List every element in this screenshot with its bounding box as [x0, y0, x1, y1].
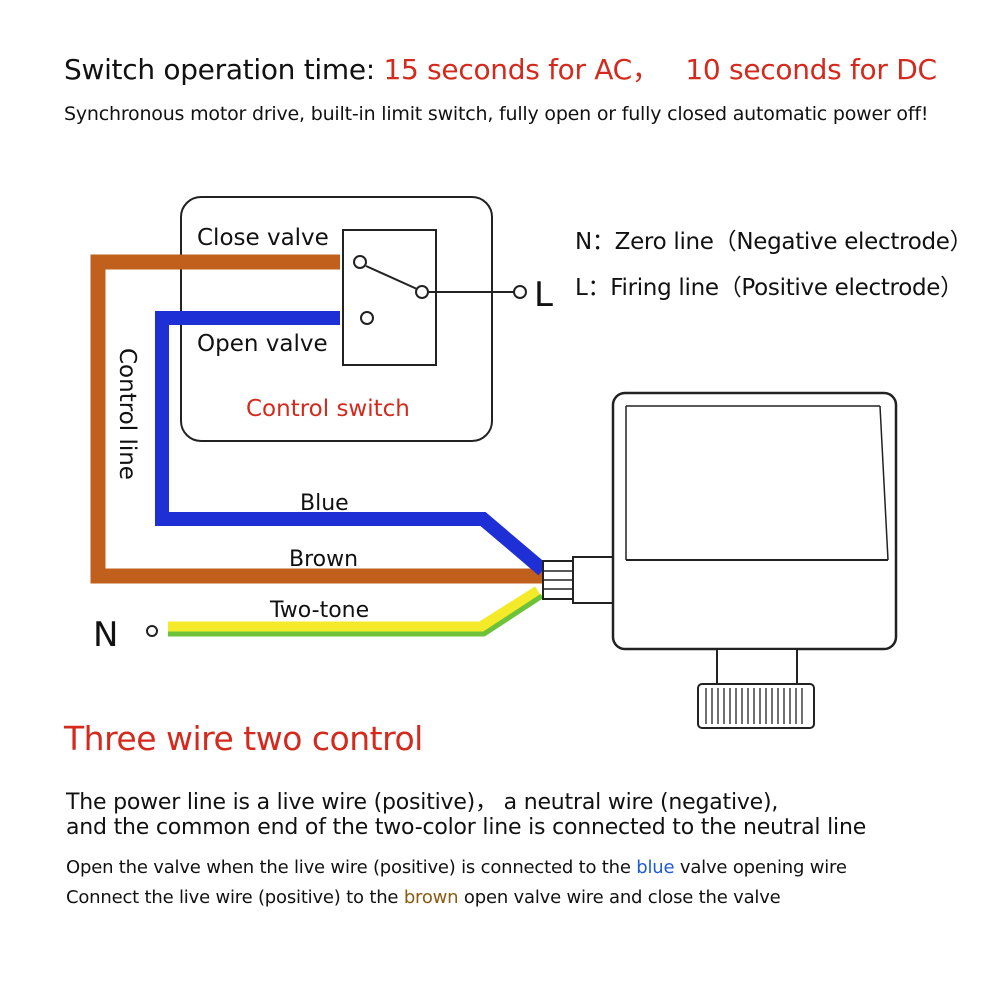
open-valve-label: Open valve [197, 331, 328, 357]
control-switch-label: Control switch [246, 396, 410, 422]
blue-wire [155, 311, 548, 576]
legend-l: L：Firing line（Positive electrode） [575, 268, 963, 302]
n-terminal [146, 625, 158, 637]
terminal-l-label: L [534, 275, 553, 315]
header-title-prefix: Switch operation time: [64, 53, 384, 86]
actuator-top-right [879, 405, 889, 561]
section-title: Three wire two control [64, 719, 423, 758]
note-line-2: Connect the live wire (positive) to the … [66, 887, 781, 908]
twotone-wire-label: Two-tone [269, 598, 369, 623]
header-subtitle: Synchronous motor drive, built-in limit … [64, 103, 929, 125]
common-contact [415, 285, 429, 299]
control-line-label: Control line [114, 348, 140, 480]
header-title-ac: 15 seconds for AC， [383, 53, 660, 86]
note-1-blue-word: blue [636, 857, 675, 878]
switch-inner-box [342, 229, 437, 366]
legend-l-key: L： [575, 275, 611, 301]
note-1-text-a: Open the valve when the live wire (posit… [66, 857, 637, 878]
cable-gland [572, 556, 614, 604]
legend-n-key: N： [575, 229, 615, 255]
note-2-text-c: open valve wire and close the valve [458, 887, 781, 908]
twotone-wire-green [168, 593, 544, 637]
description-line-1: The power line is a live wire (positive)… [66, 790, 779, 815]
note-2-text-a: Connect the live wire (positive) to the [66, 887, 404, 908]
brown-wire [90, 254, 545, 584]
brown-wire-label: Brown [289, 547, 358, 572]
close-valve-label: Close valve [197, 225, 329, 251]
legend-n-text: Zero line（Negative electrode） [614, 229, 973, 255]
twotone-wire-yellow [168, 586, 541, 633]
header-title: Switch operation time: 15 seconds for AC… [64, 48, 937, 88]
note-2-brown-word: brown [403, 887, 459, 908]
l-terminal [513, 285, 527, 299]
legend-n: N：Zero line（Negative electrode） [575, 222, 973, 256]
actuator-stem [716, 648, 798, 685]
blue-wire-label: Blue [300, 491, 349, 516]
close-contact [353, 255, 367, 269]
note-1-text-c: valve opening wire [674, 857, 847, 878]
switch-blade [365, 265, 418, 290]
open-contact [360, 311, 374, 325]
knob-ridges [705, 688, 803, 724]
actuator-body [611, 391, 898, 651]
terminal-n-label: N [93, 615, 118, 655]
note-line-1: Open the valve when the live wire (posit… [66, 857, 847, 878]
header-title-dc: 10 seconds for DC [685, 53, 937, 86]
legend-l-text: Firing line（Positive electrode） [610, 275, 963, 301]
actuator-knob [697, 683, 815, 729]
description-line-2: and the common end of the two-color line… [66, 815, 867, 840]
